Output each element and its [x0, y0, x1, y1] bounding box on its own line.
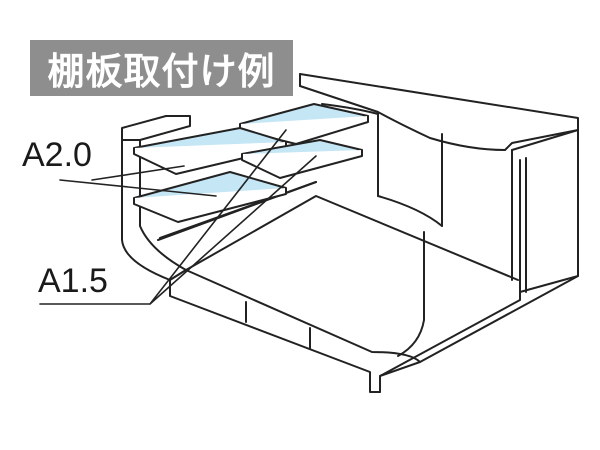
leader-a15 — [39, 129, 317, 305]
right-wall-inner-arc — [377, 195, 443, 227]
shelf-a15-right-edge — [241, 150, 363, 179]
left-upper-rim — [121, 115, 191, 141]
shelf-support-line — [159, 181, 317, 239]
title-box: 棚板取付け例 — [30, 40, 293, 96]
door-frame — [379, 129, 579, 393]
page-title: 棚板取付け例 — [47, 50, 276, 93]
leader-a20-1 — [59, 179, 217, 197]
back-wall-arc — [321, 103, 379, 115]
door-sill — [419, 275, 579, 363]
right-wall — [377, 113, 513, 281]
shelf-label-a15: A1.5 — [38, 262, 108, 300]
floor-line — [185, 195, 519, 281]
shelf-a15-left-edge — [133, 188, 287, 223]
shelf-label-a20: A2.0 — [22, 136, 92, 174]
leader-a20-2 — [91, 165, 185, 181]
door-post — [397, 231, 425, 357]
roof-top-rim — [299, 73, 579, 151]
